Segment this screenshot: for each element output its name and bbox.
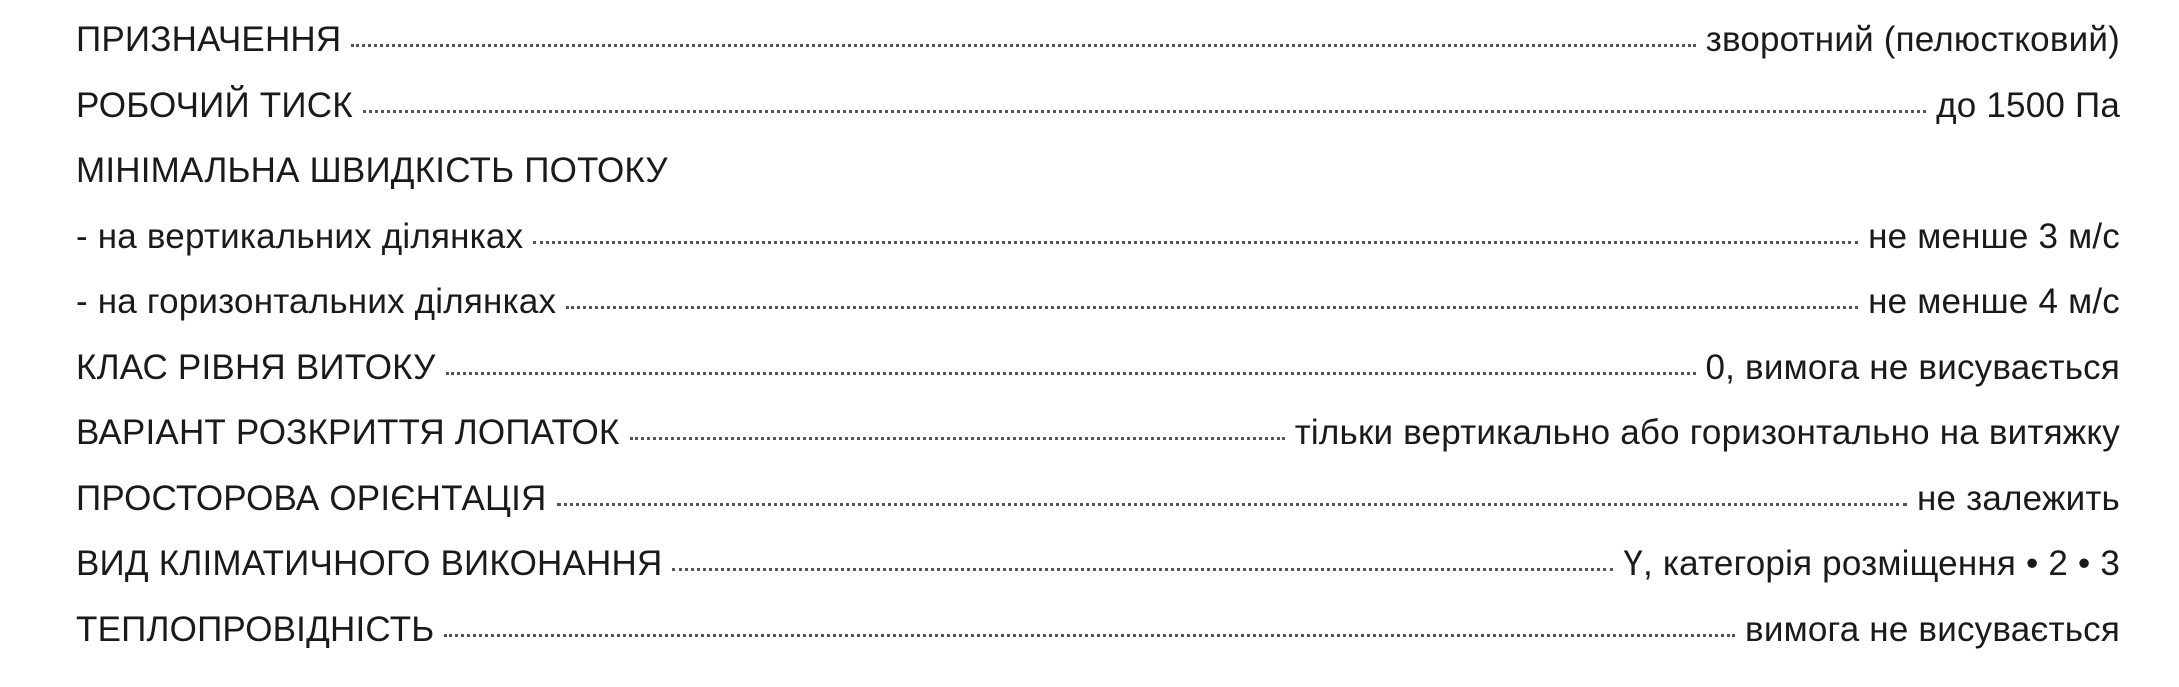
spec-label: ВАРІАНТ РОЗКРИТТЯ ЛОПАТОК [76, 413, 620, 452]
dot-leader [629, 437, 1285, 440]
spec-label: ТЕПЛОПРОВІДНІСТЬ [76, 609, 435, 649]
spec-value: зворотний (пелюстковий) [1705, 20, 2120, 59]
dot-leader [351, 44, 1696, 47]
spec-value: 0, вимога не висувається [1705, 347, 2120, 387]
spec-row-blade-opening: ВАРІАНТ РОЗКРИТТЯ ЛОПАТОК тільки вертика… [76, 415, 2120, 481]
spec-label: РОБОЧИЙ ТИСК [76, 85, 353, 125]
spec-label: ПРОСТОРОВА ОРІЄНТАЦІЯ [76, 478, 547, 518]
dot-leader [445, 371, 1696, 375]
spec-value: вимога не висувається [1745, 609, 2120, 649]
spec-section-heading: МІНІМАЛЬНА ШВИДКІСТЬ ПОТОКУ [76, 151, 668, 190]
spec-label: ВИД КЛІМАТИЧНОГО ВИКОНАННЯ [76, 544, 663, 583]
specifications-list: ПРИЗНАЧЕННЯ зворотний (пелюстковий) РОБО… [76, 22, 2120, 677]
spec-label: - на вертикальних ділянках [76, 216, 524, 256]
dot-leader [533, 240, 1859, 244]
spec-section-min-flow-speed: МІНІМАЛЬНА ШВИДКІСТЬ ПОТОКУ [76, 153, 2120, 219]
spec-value: до 1500 Па [1936, 85, 2120, 125]
spec-row-leakage-class: КЛАС РІВНЯ ВИТОКУ 0, вимога не висуваєть… [76, 350, 2120, 416]
dot-leader [566, 306, 1859, 309]
spec-row-spatial-orientation: ПРОСТОРОВА ОРІЄНТАЦІЯ не залежить [76, 481, 2120, 547]
spec-value: не менше 4 м/с [1868, 282, 2120, 321]
spec-label: ПРИЗНАЧЕННЯ [76, 20, 342, 59]
dot-leader [444, 633, 1736, 637]
spec-row-climatic-version: ВИД КЛІМАТИЧНОГО ВИКОНАННЯ Ү, категорія … [76, 546, 2120, 612]
dot-leader [362, 109, 1927, 113]
spec-value: не залежить [1917, 478, 2120, 518]
spec-label: КЛАС РІВНЯ ВИТОКУ [76, 347, 436, 387]
dot-leader [672, 568, 1614, 571]
spec-value: тільки вертикально або горизонтально на … [1294, 413, 2120, 452]
spec-row-horizontal-sections: - на горизонтальних ділянках не менше 4 … [76, 284, 2120, 350]
spec-row-thermal-conductivity: ТЕПЛОПРОВІДНІСТЬ вимога не висувається [76, 612, 2120, 678]
spec-value: Ү, категорія розміщення • 2 • 3 [1623, 544, 2120, 583]
spec-row-working-pressure: РОБОЧИЙ ТИСК до 1500 Па [76, 88, 2120, 154]
spec-row-vertical-sections: - на вертикальних ділянках не менше 3 м/… [76, 219, 2120, 285]
dot-leader [556, 502, 1908, 506]
spec-value: не менше 3 м/с [1868, 216, 2120, 256]
spec-label: - на горизонтальних ділянках [76, 282, 557, 321]
spec-row-purpose: ПРИЗНАЧЕННЯ зворотний (пелюстковий) [76, 22, 2120, 88]
